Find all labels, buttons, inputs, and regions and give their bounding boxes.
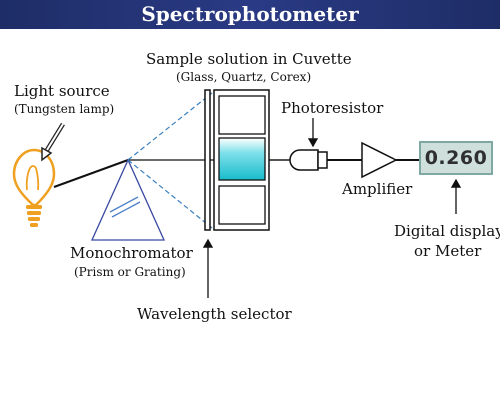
dispersed-beam-lower: [127, 159, 213, 229]
digital-display-label: Digital display: [394, 222, 500, 240]
light-source-label: Light source: [14, 82, 110, 100]
sample-sublabel: (Glass, Quartz, Corex): [176, 70, 312, 84]
prism-icon: [90, 158, 166, 241]
cuvette-icon: [213, 89, 270, 231]
digital-display-frame: [419, 141, 493, 175]
photoresistor-icon: [289, 149, 328, 171]
sample-label: Sample solution in Cuvette: [146, 50, 352, 68]
page-title: Spectrophotometer: [0, 0, 500, 29]
photoresistor-label: Photoresistor: [281, 99, 384, 117]
wavelength-selector-slit: [204, 89, 211, 231]
light-source-sublabel: (Tungsten lamp): [14, 102, 115, 116]
digital-display-sublabel: or Meter: [414, 242, 482, 260]
monochromator-label: Monochromator: [70, 244, 193, 262]
dispersed-beam-upper: [127, 92, 213, 161]
wavelength-selector-label: Wavelength selector: [137, 305, 292, 323]
incident-beam: [53, 159, 129, 188]
meter-readout: 0.260: [424, 147, 488, 169]
amplifier-icon: [361, 141, 398, 179]
monochromator-sublabel: (Prism or Grating): [74, 265, 186, 279]
light-bulb-icon: [12, 148, 56, 227]
amplifier-label: Amplifier: [342, 180, 413, 198]
